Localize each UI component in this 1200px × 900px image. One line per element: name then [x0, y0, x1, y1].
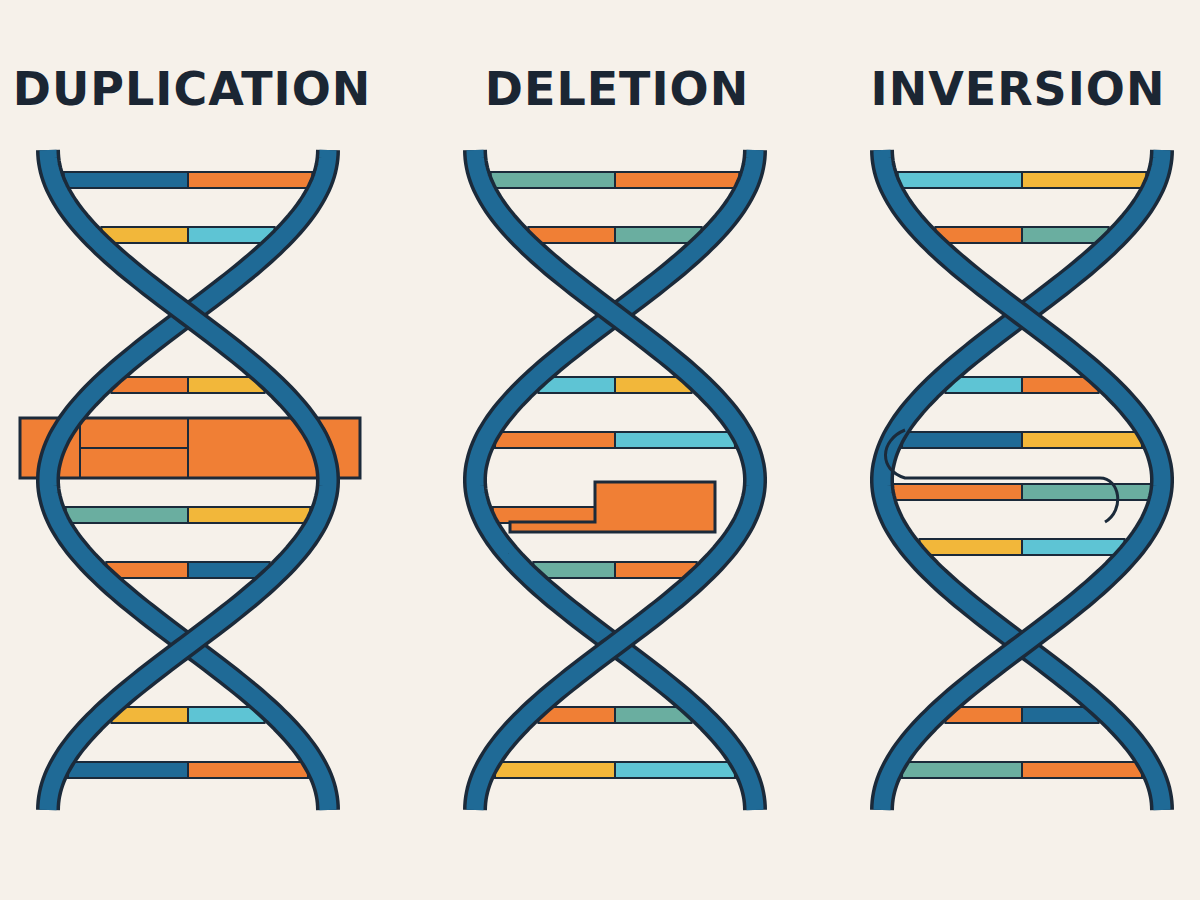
dna-helix	[475, 150, 755, 810]
inversion-loop	[885, 430, 1117, 522]
base-pair	[188, 227, 275, 243]
dna-strand	[882, 150, 1162, 810]
base-pair	[615, 227, 702, 243]
base-pair	[66, 507, 188, 523]
base-pair	[101, 227, 188, 243]
dna-strand	[475, 150, 755, 810]
base-pair	[935, 227, 1022, 243]
base-pair	[615, 172, 739, 188]
base-pair	[615, 432, 735, 448]
dna-helix	[882, 150, 1162, 810]
base-pair	[495, 762, 615, 778]
heading: INVERSION	[871, 62, 1166, 116]
base-pair	[188, 507, 310, 523]
segment-line	[187, 418, 189, 478]
heading: DUPLICATION	[13, 62, 372, 116]
base-pair	[1022, 484, 1151, 500]
base-pair	[64, 172, 188, 188]
base-pair	[615, 762, 735, 778]
strand-outline	[882, 150, 1162, 810]
base-pair	[1022, 172, 1146, 188]
base-pair	[188, 762, 308, 778]
base-pair	[495, 432, 615, 448]
dna-strand	[475, 150, 755, 810]
base-pair	[893, 484, 1022, 500]
base-pair	[188, 172, 312, 188]
dna-strand	[48, 150, 328, 810]
base-pair	[898, 172, 1022, 188]
dna-helix	[20, 150, 360, 810]
base-pair	[1022, 432, 1142, 448]
base-pair	[1022, 227, 1109, 243]
strand-outline	[48, 150, 328, 810]
segment-line	[80, 447, 188, 449]
base-pair	[491, 172, 615, 188]
base-pair	[528, 227, 615, 243]
base-pair	[1022, 762, 1142, 778]
strand-outline	[475, 150, 755, 810]
strand-outline	[882, 150, 1162, 810]
base-pair	[1022, 539, 1124, 555]
deletion-gap	[510, 482, 715, 532]
strand-outline	[475, 150, 755, 810]
dna-strand	[882, 150, 1162, 810]
base-pair	[902, 432, 1022, 448]
base-pair	[920, 539, 1022, 555]
base-pair	[68, 762, 188, 778]
heading: DELETION	[485, 62, 749, 116]
base-pair	[902, 762, 1022, 778]
dna-strand	[48, 150, 328, 810]
strand-outline	[48, 150, 328, 810]
